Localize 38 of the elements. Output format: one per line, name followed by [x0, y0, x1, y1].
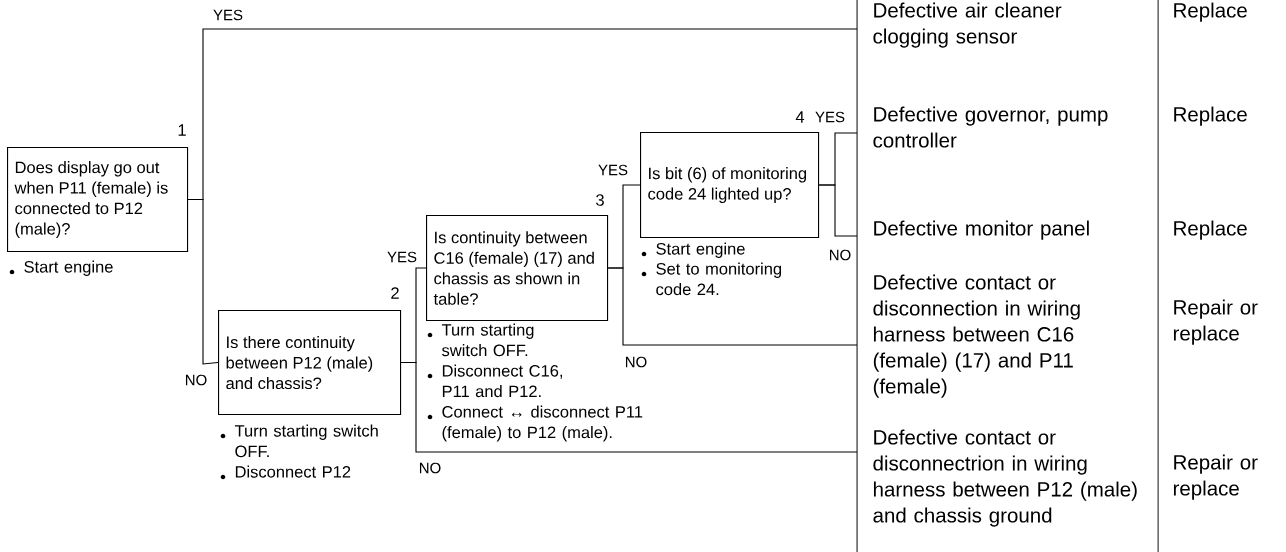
step-number: 1: [178, 124, 186, 136]
remedy-text: Replace: [1174, 220, 1247, 240]
edge-label: YES: [597, 163, 629, 177]
remedy-text: Repair or replace: [1173, 299, 1258, 345]
step-number: 4: [795, 111, 805, 123]
remedy-text: Repair or replace: [1173, 454, 1258, 500]
question-box: Does display go out when P11 (female) is connected to P12 (male)?: [7, 147, 189, 253]
question-box: Is bit (6) of monitoring code 24 lighted up?: [640, 132, 820, 239]
bullet-item: Start engine: [9, 260, 113, 276]
edge-label: YES: [212, 8, 244, 22]
bullet-item: Turn starting switch OFF.: [220, 424, 378, 458]
result-text: Defective contact or disconnectrion in wiring harness between P12 (male) and chassis ground: [873, 429, 1137, 527]
connector-line: [400, 362, 858, 453]
step-number: 2: [391, 287, 399, 299]
result-text: Defective monitor panel: [874, 220, 1089, 240]
edge-label: NO: [827, 248, 853, 262]
bullet-item: Disconnect P12: [220, 465, 351, 480]
step-number: 3: [596, 194, 604, 206]
edge-label: YES: [386, 250, 418, 264]
bullet-item: Turn starting switch OFF.: [427, 323, 534, 357]
connector-line: [818, 184, 858, 237]
result-text: Defective governor, pump controller: [873, 106, 1108, 148]
bullet-item: Start engine: [641, 242, 745, 258]
bullet-item: Disconnect C16, P11 and P12.: [427, 364, 562, 398]
remedy-text: Replace: [1174, 2, 1247, 22]
bullet-item: Set to monitoring code 24.: [641, 262, 782, 296]
edge-label: YES: [814, 110, 846, 124]
edge-label: NO: [183, 373, 209, 387]
bullet-item: Connect ↔ disconnect P11 (female) to P12 (male).: [427, 405, 643, 442]
remedy-text: Replace: [1174, 106, 1247, 126]
connector-line: [187, 199, 219, 365]
question-box: Is there continuity between P12 (male) and chassis?: [218, 310, 402, 416]
edge-label: NO: [417, 461, 443, 475]
connector-line: [607, 267, 858, 346]
edge-label: NO: [623, 355, 649, 369]
result-text: Defective contact or disconnection in wiring harness between C16 (female) (17) and P11 (female): [873, 274, 1080, 398]
result-text: Defective air cleaner clogging sensor: [873, 2, 1062, 48]
question-box: Is continuity between C16 (female) (17) and chassis as shown in table?: [426, 215, 609, 322]
